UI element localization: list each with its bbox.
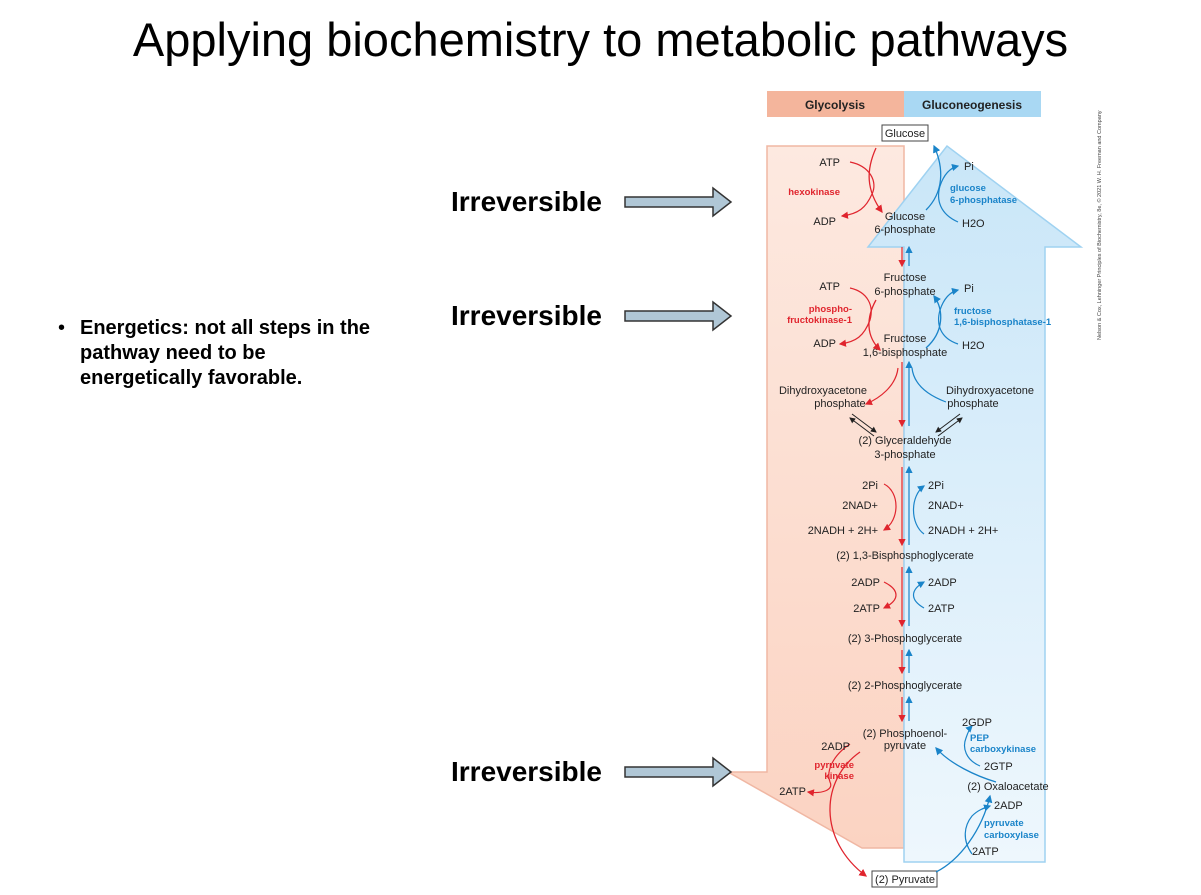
irreversible-label-pfk: Irreversible — [451, 300, 602, 331]
h2o-pi-arrow-2 — [937, 287, 960, 345]
2atp-pc: 2ATP — [972, 846, 999, 858]
dhap-right-line2: phosphate — [947, 398, 998, 410]
glucose-box — [881, 124, 929, 142]
atp-adp-arrow-1 — [840, 161, 875, 219]
2atp-right: 2ATP — [928, 603, 955, 615]
glycolysis-header: Glycolysis — [805, 98, 865, 112]
gap-label-line2: 3-phosphate — [874, 449, 935, 461]
dhap-left-line1: Dihydroxyacetone — [779, 385, 867, 397]
h2o-2: H2O — [962, 340, 985, 352]
bullet-point: • Energetics: not all steps in the pathw… — [58, 316, 388, 391]
pgk-gluconeogenesis-cofactor-arrow — [912, 581, 926, 609]
glycolysis-header-bar — [767, 91, 904, 117]
2gdp: 2GDP — [962, 717, 992, 729]
gluconeogenesis-header: Gluconeogenesis — [922, 98, 1022, 112]
pfk-label-line1: phospho- — [809, 304, 852, 315]
pk-adp-atp-arrow — [806, 743, 851, 797]
aldolase-right-arrow — [911, 367, 947, 403]
credit-line: Nelson & Cox, Lehninger Principles of Bi… — [1096, 110, 1103, 340]
atp-adp-arrow-2 — [838, 287, 872, 347]
2nadh-left: 2NADH + 2H+ — [808, 525, 878, 537]
pg3-label: (2) 3-Phosphoglycerate — [848, 633, 962, 645]
2nad-right: 2NAD+ — [928, 500, 964, 512]
gap-label-line1: (2) Glyceraldehyde — [859, 435, 952, 447]
atp-2: ATP — [819, 281, 840, 293]
fbpase-label-line1: fructose — [954, 306, 991, 317]
hexokinase-label: hexokinase — [788, 187, 840, 198]
2adp-pk: 2ADP — [821, 741, 850, 753]
2atp-pk: 2ATP — [779, 786, 806, 798]
pi-1: Pi — [964, 161, 974, 173]
pyruvate-kinase-arrow — [829, 751, 868, 877]
adp-1: ADP — [813, 216, 836, 228]
glycolysis-big-arrow — [725, 145, 905, 849]
slide-title: Applying biochemistry to metabolic pathw… — [132, 13, 1069, 66]
aldolase-left-arrow — [864, 367, 899, 405]
h2o-1: H2O — [962, 218, 985, 230]
2nadh-right: 2NADH + 2H+ — [928, 525, 998, 537]
pep-label-line1: (2) Phosphoenol- — [863, 728, 948, 740]
pc-label-line1: pyruvate — [984, 818, 1024, 829]
gapdh-gluconeogenesis-cofactor-arrow — [912, 485, 925, 535]
gluconeogenesis-header-bar — [904, 91, 1041, 117]
2adp-left: 2ADP — [851, 577, 880, 589]
dhap-left-line2: phosphate — [814, 398, 865, 410]
pc-atp-adp-arrow — [964, 804, 992, 855]
irreversible-pointer-arrow-2 — [624, 300, 733, 332]
bullet-dot: • — [58, 317, 66, 339]
pc-label-line2: carboxylase — [984, 830, 1039, 841]
g6pase-arrow — [925, 144, 942, 211]
glucose-label: Glucose — [885, 128, 925, 140]
g6pase-label-line2: 6-phosphatase — [950, 195, 1017, 206]
hexokinase-arrow — [868, 147, 883, 214]
adp-2: ADP — [813, 338, 836, 350]
pk-label-line1: pyruvate — [814, 760, 854, 771]
pepck-label-line1: PEP — [970, 733, 990, 744]
pg2-label: (2) 2-Phosphoglycerate — [848, 680, 962, 692]
2pi-right: 2Pi — [928, 480, 944, 492]
pk-label-line2: kinase — [824, 771, 854, 782]
bpg-label: (2) 1,3-Bisphosphoglycerate — [836, 550, 974, 562]
f6p-label-line1: Fructose — [884, 272, 927, 284]
2atp-left: 2ATP — [853, 603, 880, 615]
irreversible-pointer-arrow-3 — [624, 756, 733, 788]
fbp-label-line1: Fructose — [884, 333, 927, 345]
fbpase-label-line2: 1,6-bisphosphatase-1 — [954, 317, 1052, 328]
g6p-label-line1: Glucose — [885, 211, 925, 223]
pgk-glycolysis-cofactor-arrow — [882, 581, 897, 609]
g6p-label-line2: 6-phosphate — [874, 224, 935, 236]
pfk-arrow — [868, 299, 881, 351]
pi-2: Pi — [964, 283, 974, 295]
pyruvate-box — [871, 870, 938, 888]
pepck-label-line2: carboxykinase — [970, 744, 1036, 755]
irreversible-pointer-arrow-1 — [624, 186, 733, 218]
tpi-equilibrium-right — [935, 413, 963, 437]
g6pase-label-line1: glucose — [950, 183, 986, 194]
gtp-gdp-arrow — [963, 725, 981, 767]
irreversible-label-hexokinase: Irreversible — [451, 186, 602, 217]
dhap-right-line1: Dihydroxyacetone — [946, 385, 1034, 397]
pep-label-line2: pyruvate — [884, 740, 926, 752]
pepck-arrow — [935, 747, 997, 783]
2nad-left: 2NAD+ — [842, 500, 878, 512]
gapdh-glycolysis-cofactor-arrow — [882, 483, 897, 531]
2adp-pc: 2ADP — [994, 800, 1023, 812]
atp-1: ATP — [819, 157, 840, 169]
pfk-label-line2: fructokinase-1 — [787, 315, 853, 326]
fbpase-arrow — [925, 294, 942, 349]
bullet-text: Energetics: not all steps in the pathway… — [80, 317, 371, 389]
2pi-left: 2Pi — [862, 480, 878, 492]
irreversible-label-pyruvate-kinase: Irreversible — [451, 756, 602, 787]
h2o-pi-arrow-1 — [937, 163, 960, 223]
oaa-label: (2) Oxaloacetate — [967, 781, 1048, 793]
fbp-label-line2: 1,6-bisphosphate — [863, 347, 947, 359]
pyruvate-label: (2) Pyruvate — [875, 874, 935, 886]
f6p-label-line2: 6-phosphate — [874, 286, 935, 298]
2gtp: 2GTP — [984, 761, 1013, 773]
tpi-equilibrium-left — [849, 413, 877, 437]
2adp-right: 2ADP — [928, 577, 957, 589]
